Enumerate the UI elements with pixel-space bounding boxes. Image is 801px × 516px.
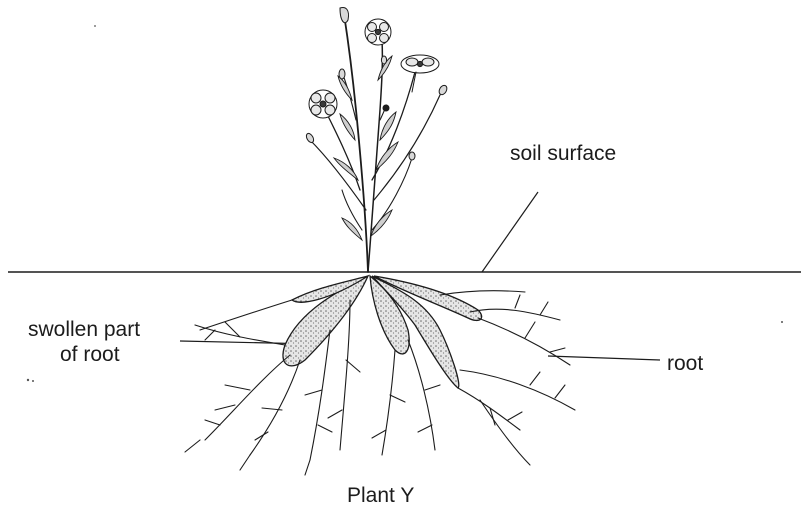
flower	[309, 90, 337, 118]
root-leader	[548, 356, 660, 360]
swollen-part-label-line2: of root	[60, 343, 120, 367]
flower	[365, 19, 391, 45]
flower	[401, 55, 439, 92]
swollen-part-label-line1: swollen part	[28, 318, 140, 342]
soil-surface-label: soil surface	[510, 142, 616, 166]
soil-surface-leader	[482, 192, 538, 272]
root-label: root	[667, 352, 703, 376]
diagram-caption: Plant Y	[347, 484, 414, 508]
plant-shoot	[305, 8, 449, 273]
